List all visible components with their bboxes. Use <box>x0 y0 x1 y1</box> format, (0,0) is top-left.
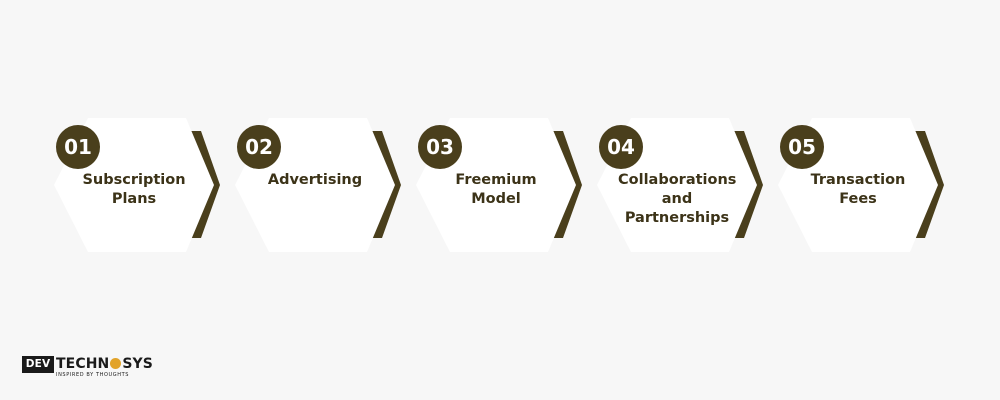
step-number-badge: 03 <box>418 125 462 169</box>
gear-icon <box>110 358 122 369</box>
brand-logo: DEV TECHN SYS INSPIRED BY THOUGHTS <box>22 355 162 379</box>
step-number-badge: 04 <box>599 125 643 169</box>
step-number-badge: 05 <box>780 125 824 169</box>
step-label: Transaction Fees <box>792 158 924 228</box>
step-1: 01 Subscription Plans <box>54 118 236 252</box>
step-4: 04 Collaborations and Partnerships <box>597 118 779 252</box>
logo-monogram-box: DEV <box>22 356 54 373</box>
step-3: 03 Freemium Model <box>416 118 598 252</box>
step-label-text: Freemium Model <box>455 172 537 207</box>
step-label: Freemium Model <box>430 158 562 228</box>
step-label: Advertising <box>249 158 381 228</box>
step-label-text: Transaction Fees <box>810 172 906 207</box>
step-label: Collaborations and Partnerships <box>611 158 743 228</box>
step-5: 05 Transaction Fees <box>778 118 960 252</box>
logo-wordmark-end: SYS <box>122 356 153 372</box>
step-2: 02 Advertising <box>235 118 417 252</box>
logo-wordmark: TECHN SYS <box>56 355 153 373</box>
step-number-badge: 01 <box>56 125 100 169</box>
logo-wordmark-start: TECHN <box>56 356 110 372</box>
step-label-text: Subscription Plans <box>82 172 186 207</box>
step-number-badge: 02 <box>237 125 281 169</box>
logo-monogram-text: DEV <box>25 358 51 370</box>
step-label-text: Advertising <box>267 172 363 188</box>
logo-tagline: INSPIRED BY THOUGHTS <box>56 372 130 378</box>
step-label: Subscription Plans <box>68 158 200 228</box>
step-label-text: Collaborations and Partnerships <box>618 172 737 226</box>
